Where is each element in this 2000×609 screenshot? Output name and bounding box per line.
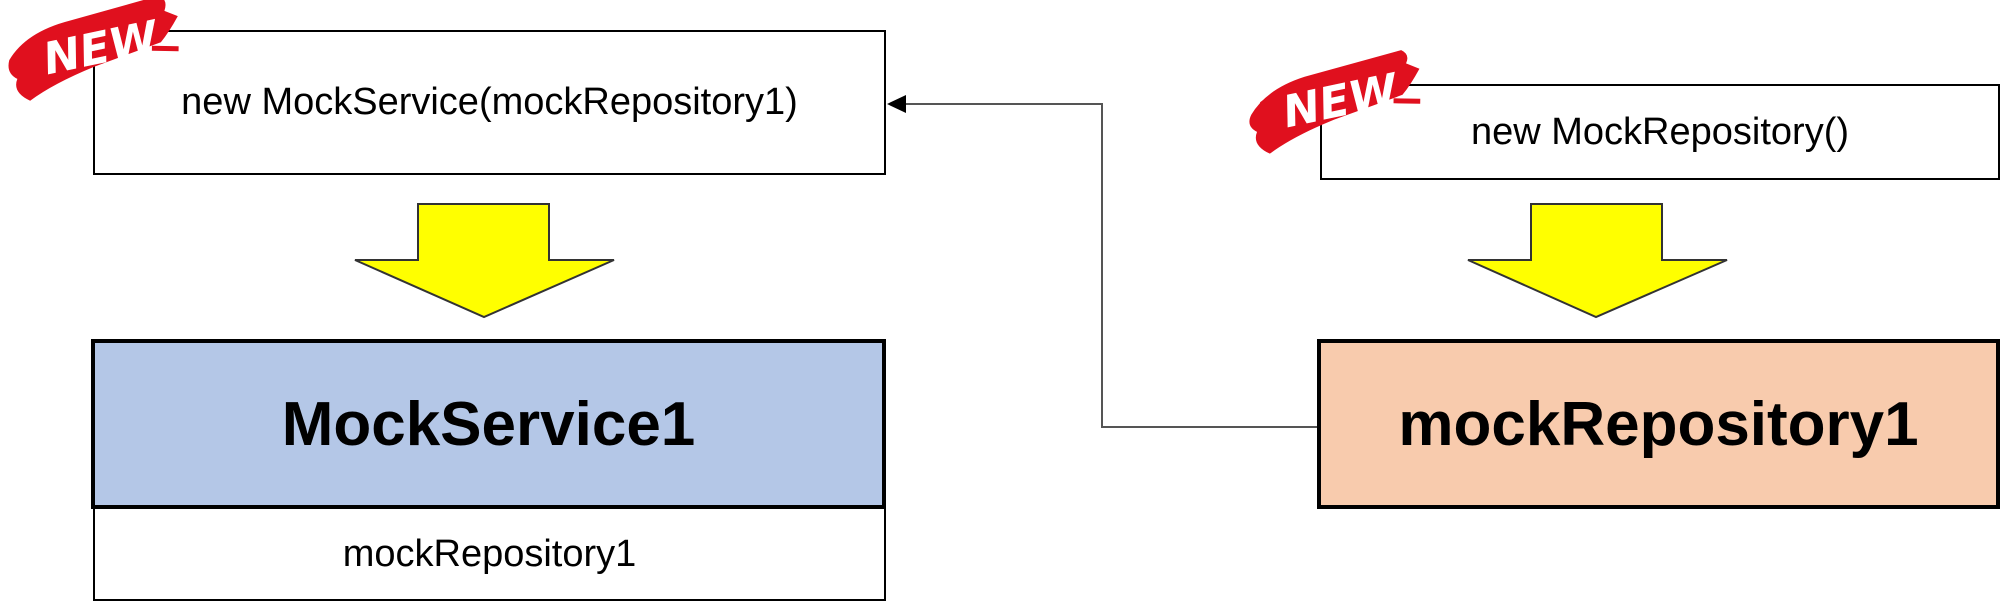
mock-service-field-label: mockRepository1 bbox=[342, 532, 637, 575]
mock-service-title: MockService1 bbox=[281, 389, 696, 459]
mock-service-constructor-box: new MockService(mockRepository1) bbox=[93, 30, 886, 175]
mock-repository-constructor-box: new MockRepository() bbox=[1320, 84, 2000, 180]
mock-repository-title: mockRepository1 bbox=[1398, 389, 1919, 459]
left-down-arrow bbox=[354, 203, 615, 319]
mock-service-field-box: mockRepository1 bbox=[93, 507, 886, 601]
mock-repository-constructor-label: new MockRepository() bbox=[1471, 110, 1849, 153]
mock-repository-object-box: mockRepository1 bbox=[1317, 339, 2000, 509]
right-down-arrow bbox=[1467, 203, 1728, 319]
mock-service-constructor-label: new MockService(mockRepository1) bbox=[181, 81, 798, 123]
dependency-connector bbox=[905, 103, 1317, 428]
mock-service-object-box: MockService1 bbox=[91, 339, 886, 509]
dependency-arrowhead bbox=[887, 95, 906, 113]
